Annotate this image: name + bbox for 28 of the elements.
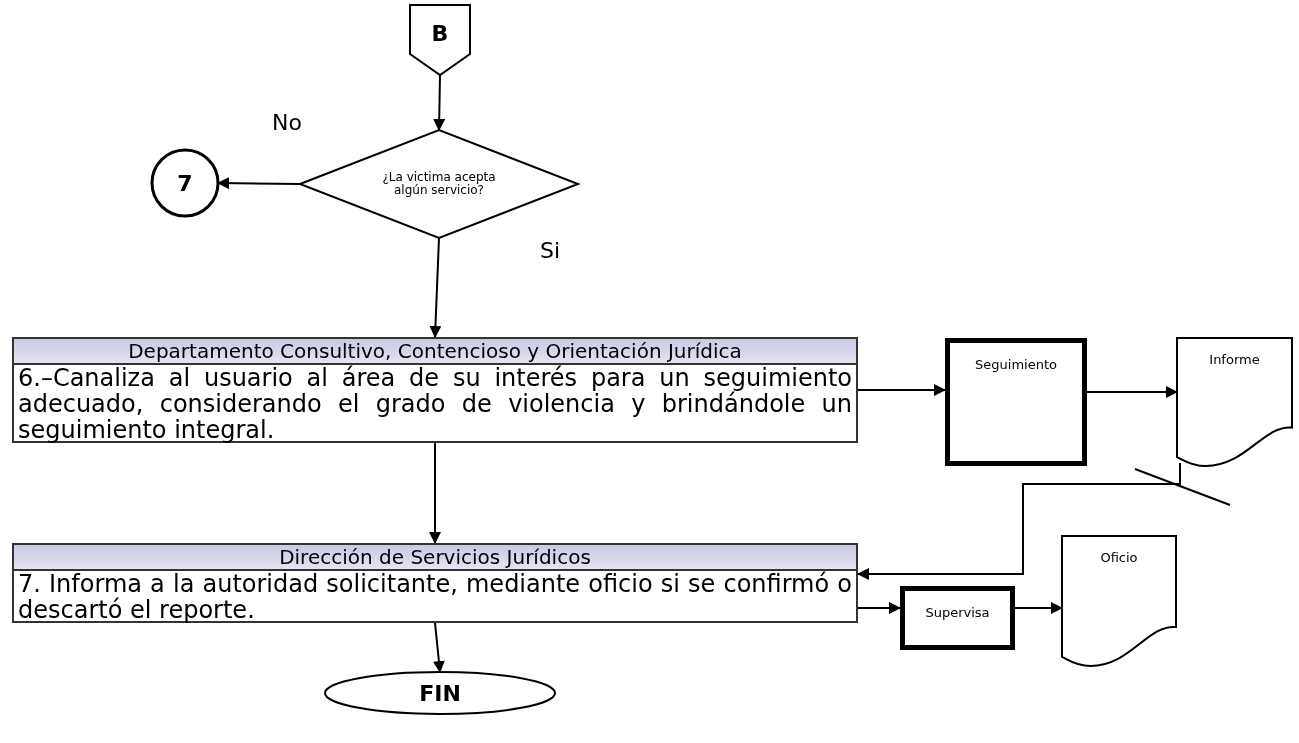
- process-box: [900, 586, 1015, 650]
- department-header: Dirección de Servicios Jurídicos: [14, 545, 856, 571]
- step-description: 7. Informa a la autoridad solicitante, mediante oficio si se confirmó o descartó el reporte.: [17, 571, 853, 623]
- node-label: Oficio: [1100, 549, 1138, 567]
- arrow: [857, 384, 946, 396]
- arrow: [429, 442, 441, 544]
- node-label: Seguimiento: [975, 356, 1057, 374]
- node-label: 7: [177, 169, 193, 198]
- node-label: Informe: [1209, 351, 1260, 369]
- arrow: [433, 74, 446, 131]
- process-box: [12, 543, 858, 623]
- node-label: FIN: [419, 679, 461, 708]
- step-description: 6.–Canaliza al usuario al área de su interés para un seguimiento adecuado, considerando el grado de violencia y brindándole un seguimiento integral.: [17, 365, 853, 443]
- edge-label: Si: [540, 240, 561, 262]
- arrow: [432, 622, 445, 673]
- arrow: [1086, 386, 1178, 398]
- node-label: ¿La victima acepta algún servicio?: [381, 171, 497, 197]
- arrow: [857, 462, 1181, 580]
- node-label: B: [431, 20, 449, 48]
- arrow: [429, 237, 442, 338]
- arrow: [1014, 602, 1063, 614]
- process-box: [12, 337, 858, 443]
- arrow: [857, 602, 901, 614]
- arrow: [217, 177, 301, 190]
- edge-label: No: [272, 112, 302, 134]
- node-label: Supervisa: [925, 604, 990, 622]
- process-box: [945, 338, 1087, 466]
- department-header: Departamento Consultivo, Contencioso y Orientación Jurídica: [14, 339, 856, 365]
